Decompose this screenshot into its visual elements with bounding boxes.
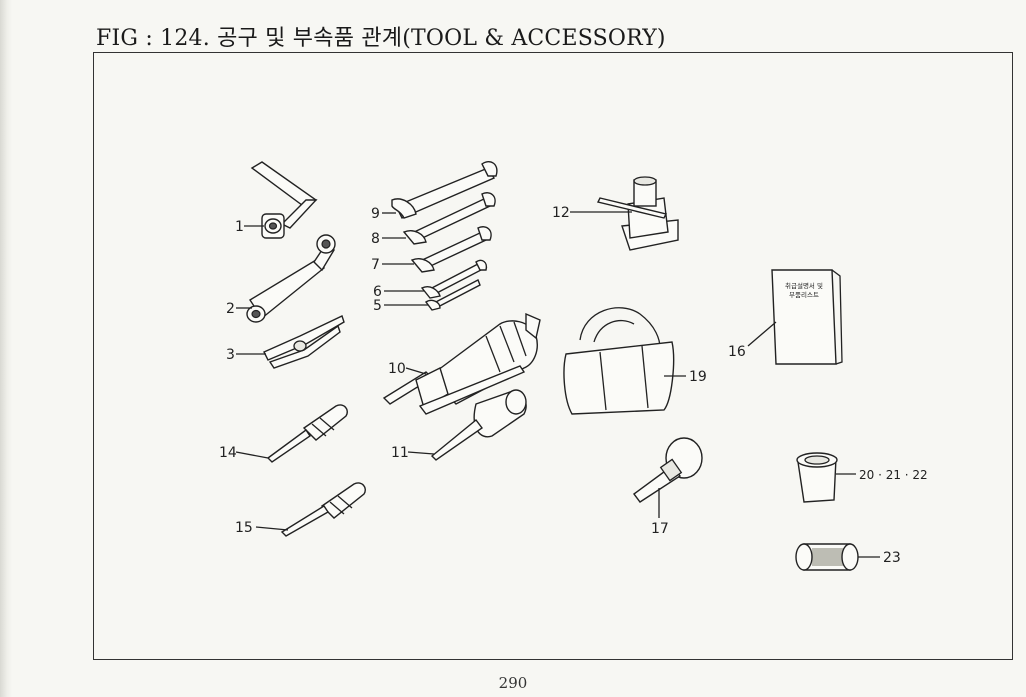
part-box-wrench: [250, 161, 318, 239]
part-screwdriver-14: [266, 404, 348, 463]
callout-3: 3: [226, 347, 235, 363]
scan-edge-shadow: [0, 0, 12, 697]
part-grease-gun: [382, 312, 541, 415]
callout-6: 6: [373, 284, 382, 300]
figure-title: FIG : 124. 공구 및 부속품 관계(TOOL & ACCESSORY): [96, 26, 666, 51]
part-oil-can: [430, 389, 527, 461]
booklet-title-line1: 취급설명서 및: [785, 281, 823, 290]
part-bottle-jack: [596, 176, 679, 251]
callout-2: 2: [226, 301, 235, 317]
part-screwdriver-15: [280, 482, 366, 537]
callout-12: 12: [552, 205, 570, 221]
callout-20-21-22: 20 · 21 · 22: [859, 468, 928, 482]
callout-9: 9: [371, 206, 380, 222]
callout-7: 7: [371, 257, 380, 273]
part-flat-spanner: [246, 234, 336, 323]
callout-17: 17: [651, 521, 669, 537]
callout-8: 8: [371, 231, 380, 247]
callout-23: 23: [883, 550, 901, 566]
callout-10: 10: [388, 361, 406, 377]
page-number: 290: [498, 674, 528, 692]
part-pliers: [263, 315, 345, 369]
part-filter-element: [796, 452, 838, 503]
figure-frame: [93, 52, 1013, 660]
callout-15: 15: [235, 520, 253, 536]
part-manual-booklet: [771, 269, 843, 365]
part-tool-bag: [563, 307, 675, 415]
callout-11: 11: [391, 445, 409, 461]
part-wrench-set: [391, 160, 498, 311]
part-ring-tool: [633, 437, 703, 503]
leader-lines: [235, 211, 880, 558]
booklet-title-line2: 부품리스트: [789, 290, 819, 299]
callout-16: 16: [728, 344, 746, 360]
callout-19: 19: [689, 369, 707, 385]
callout-14: 14: [219, 445, 237, 461]
part-cylinder-filter: [795, 543, 859, 571]
callout-1: 1: [235, 219, 244, 235]
callout-5: 5: [373, 298, 382, 314]
